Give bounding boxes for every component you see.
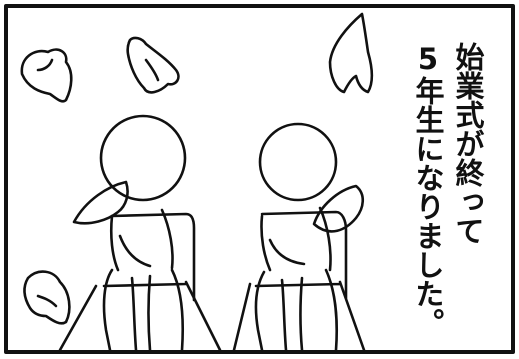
left-chair-legs: [58, 280, 222, 352]
panel-border: [4, 4, 515, 354]
right-chair-back: [260, 210, 348, 300]
left-figure: [58, 114, 222, 352]
petal-bottom-left: [23, 270, 71, 325]
petal-top-right: [328, 12, 374, 94]
left-arm: [118, 234, 152, 268]
right-petal-overlay: [312, 184, 365, 233]
right-arm: [268, 238, 306, 266]
right-body: [260, 206, 332, 272]
caption-text: 始業式が終って 5年生になりました。: [411, 42, 485, 337]
left-petal-overlay: [72, 180, 129, 225]
petal-top-left: [20, 48, 73, 103]
left-legs: [102, 268, 184, 352]
left-head: [99, 114, 187, 202]
right-figure: [232, 122, 366, 352]
petal-top-center: [126, 36, 180, 94]
left-body: [109, 208, 174, 272]
right-head: [258, 122, 338, 202]
right-chair-legs: [232, 280, 366, 352]
left-chair-back: [110, 212, 196, 302]
right-legs: [254, 268, 338, 352]
